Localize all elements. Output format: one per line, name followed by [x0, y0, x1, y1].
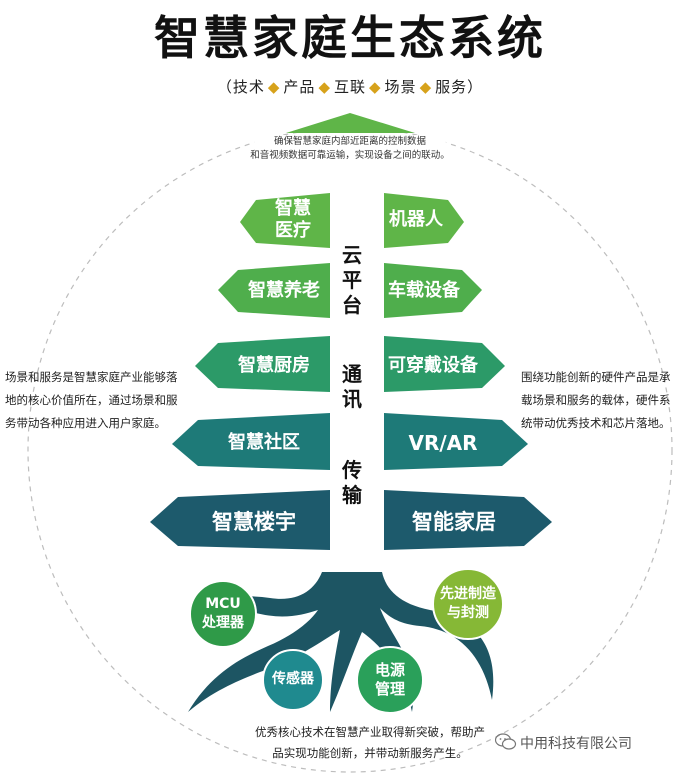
diamond-separator-icon: ◆: [369, 78, 382, 96]
root-text: MCU: [205, 596, 241, 612]
subtitle-item: 服务: [435, 78, 468, 96]
branch-right-2: [384, 263, 482, 318]
bubble-power: [356, 646, 424, 714]
branch-left-3: [195, 336, 330, 392]
left-note-line: 务带动各种应用进入用户家庭。: [5, 416, 166, 430]
bubble-manufacturing: [432, 568, 504, 640]
branch-label-wearables: 可穿戴设备: [388, 355, 478, 376]
diamond-separator-icon: ◆: [318, 78, 331, 96]
branch-left-5: [150, 490, 330, 550]
subtitle-open: （: [216, 78, 233, 96]
right-note-line: 载场景和服务的载体，硬件系: [521, 393, 671, 407]
branch-right-3: [384, 336, 505, 392]
diamond-separator-icon: ◆: [267, 78, 281, 96]
branch-label-smart-building: 智慧楼宇: [212, 510, 296, 534]
trunk-label-cloud-platform: 云 平 台: [340, 243, 364, 318]
bubble-sensor: [262, 649, 324, 711]
top-note-line: 和音视频数据可靠运输，实现设备之间的联动。: [250, 150, 450, 161]
branch-label-smart-healthcare: 智慧 医疗: [256, 198, 330, 242]
right-note-line: 围绕功能创新的硬件产品是承: [521, 370, 671, 384]
trunk-label-communication: 通 讯: [340, 362, 364, 412]
branch-label-smart-community: 智慧社区: [228, 432, 300, 453]
subtitle-item: 技术: [232, 78, 265, 96]
branch-label-smart-elderly-care: 智慧养老: [248, 280, 320, 301]
trunk-char: 讯: [342, 387, 362, 411]
branch-right-4: [384, 413, 528, 470]
bottom-note-line: 品实现功能创新，并带动新服务产生。: [272, 746, 468, 760]
root-text: 先进制造: [440, 586, 496, 602]
branch-label-robot: 机器人: [389, 209, 443, 230]
page-title: 智慧家庭生态系统: [154, 11, 546, 65]
branch-label-smart-kitchen: 智慧厨房: [238, 355, 310, 376]
trunk-char: 通: [342, 362, 362, 386]
branch-right-5: [384, 490, 552, 550]
subtitle: （技术◆产品◆互联◆场景◆服务）: [0, 76, 700, 97]
wechat-icon: [495, 733, 517, 750]
trunk-char: 传: [342, 458, 362, 482]
trunk-char: 云: [342, 243, 362, 267]
left-note: 场景和服务是智慧家庭产业能够落 地的核心价值所在，通过场景和服 务带动各种应用进…: [5, 366, 230, 435]
branch-text: 医疗: [275, 220, 311, 241]
top-note: 确保智慧家庭内部近距离的控制数据 和音视频数据可靠运输，实现设备之间的联动。: [240, 135, 460, 163]
tree-roots: [188, 572, 494, 712]
top-note-line: 确保智慧家庭内部近距离的控制数据: [273, 136, 426, 147]
root-text: 管理: [374, 680, 405, 698]
subtitle-item: 场景: [384, 78, 417, 96]
branch-right-1: [384, 193, 464, 248]
subtitle-item: 产品: [283, 78, 316, 96]
branch-left-1: [240, 193, 330, 248]
branch-left-2: [218, 263, 330, 318]
root-label-mcu: MCU 处理器: [190, 595, 256, 633]
root-text: 电源: [374, 661, 405, 679]
branch-text: 智慧: [275, 198, 311, 219]
trunk-char: 台: [342, 293, 362, 317]
trunk-char: 输: [342, 483, 362, 507]
root-label-power: 电源 管理: [357, 661, 423, 699]
branch-label-vr-ar: VR/AR: [408, 431, 478, 455]
root-label-manufacturing: 先进制造 与封测: [433, 585, 503, 623]
diamond-separator-icon: ◆: [419, 78, 433, 96]
root-label-sensor: 传感器: [272, 671, 314, 687]
root-text: 与封测: [447, 605, 489, 621]
top-note-box: [236, 135, 464, 165]
tree-top-triangle: [286, 113, 415, 133]
watermark-company: 中用科技有限公司: [520, 736, 632, 752]
root-text: 处理器: [202, 615, 244, 631]
subtitle-item: 互联: [333, 78, 366, 96]
right-note: 围绕功能创新的硬件产品是承 载场景和服务的载体，硬件系 统带动优秀技术和芯片落地…: [521, 366, 700, 435]
left-note-line: 场景和服务是智慧家庭产业能够落: [5, 370, 178, 384]
left-note-line: 地的核心价值所在，通过场景和服: [5, 393, 178, 407]
branch-left-4: [172, 413, 330, 470]
branch-label-smart-home: 智能家居: [412, 510, 496, 534]
bottom-note-line: 优秀核心技术在智慧产业取得新突破，帮助产: [255, 725, 485, 739]
bubble-mcu: [189, 580, 257, 648]
branch-label-vehicle-equipment: 车载设备: [388, 280, 460, 301]
dashed-orbit-circle: [27, 127, 673, 773]
trunk-char: 平: [342, 268, 362, 292]
trunk-label-transmission: 传 输: [340, 458, 364, 508]
bottom-note: 优秀核心技术在智慧产业取得新突破，帮助产 品实现功能创新，并带动新服务产生。: [250, 722, 490, 764]
subtitle-close: ）: [467, 78, 484, 96]
right-note-line: 统带动优秀技术和芯片落地。: [521, 416, 671, 430]
root-bubbles: [189, 568, 504, 714]
